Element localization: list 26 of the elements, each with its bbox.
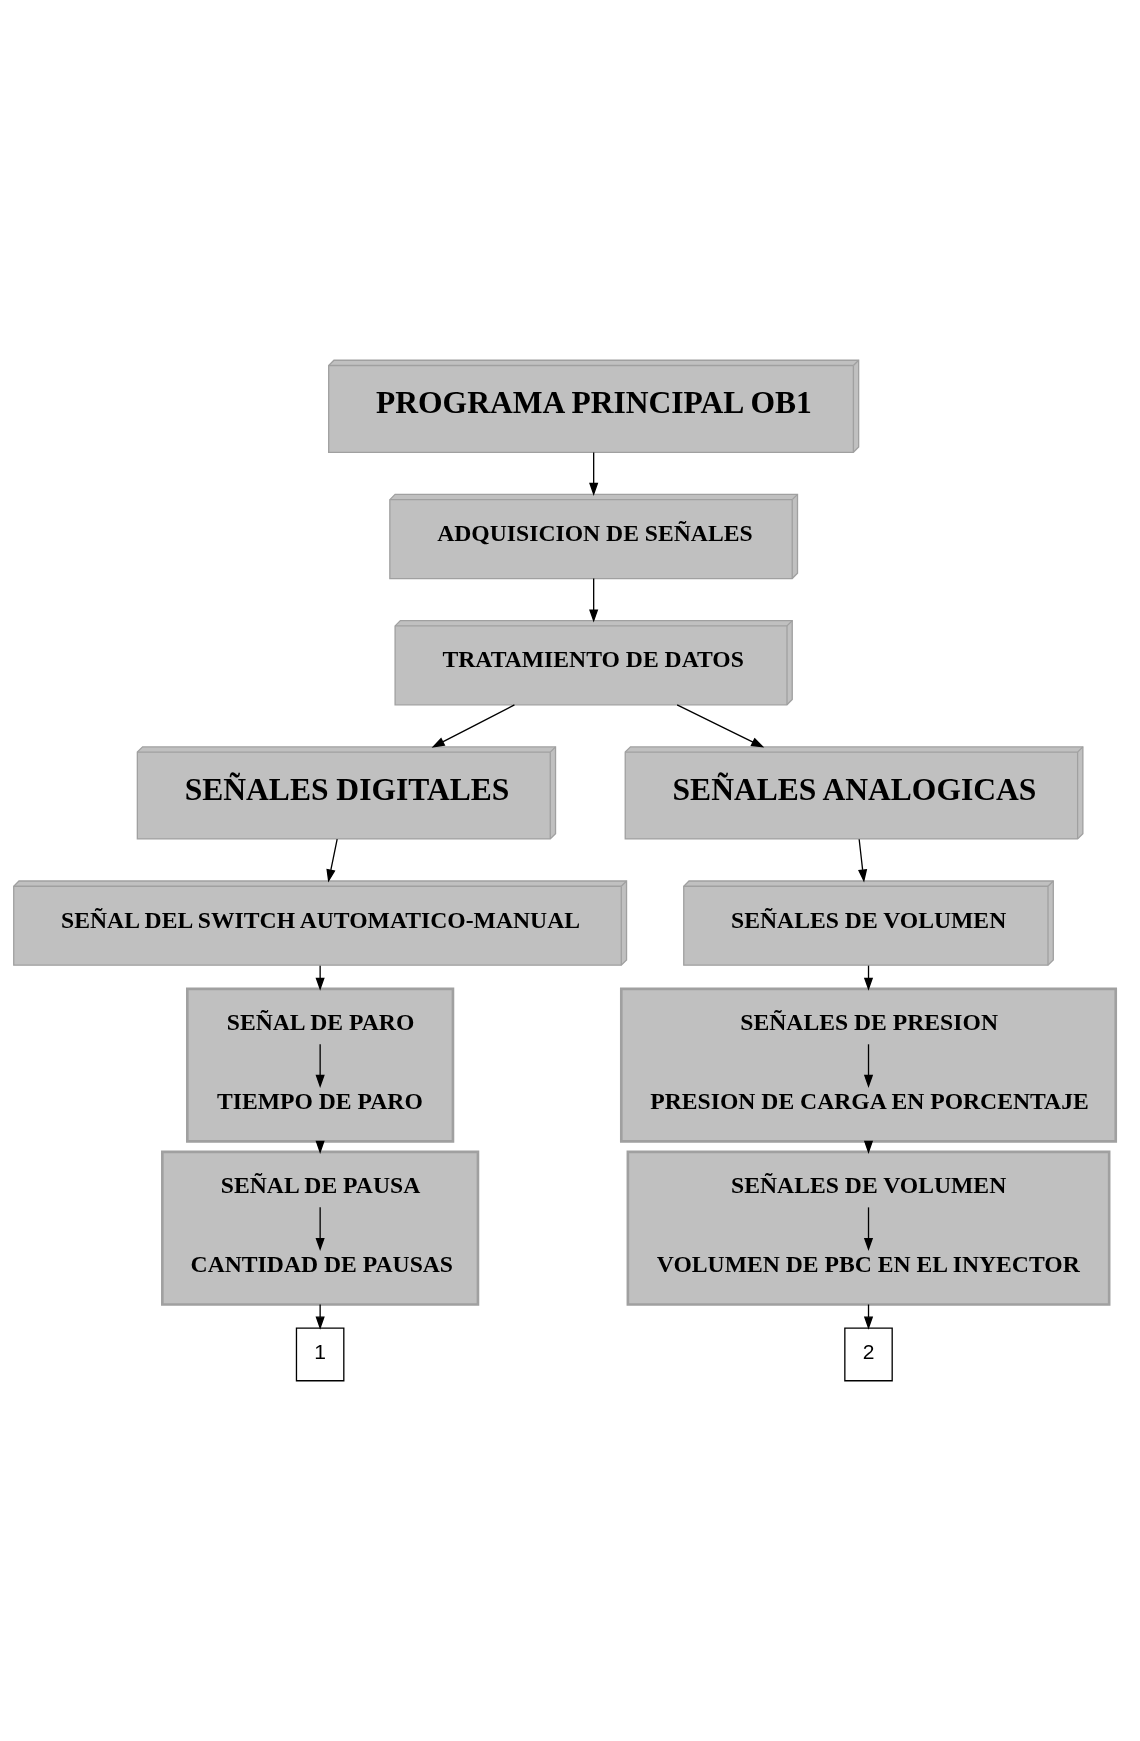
arrow [676, 704, 765, 748]
node-text: SEÑAL DE PARO [226, 1009, 415, 1036]
node-text: SEÑALES DE VOLUMEN [731, 1172, 1007, 1199]
arrow [315, 1303, 325, 1330]
arrow [589, 451, 599, 496]
arrow [858, 838, 868, 883]
cluster [161, 1150, 480, 1306]
node-text: VOLUMEN DE PBC EN EL INYECTOR [656, 1251, 1080, 1278]
arrow [315, 965, 325, 991]
node-text: SEÑALES DE PRESION [740, 1009, 998, 1036]
node-text: PRESION DE CARGA EN PORCENTAJE [650, 1088, 1089, 1115]
node-text: SEÑAL DE PAUSA [220, 1172, 421, 1199]
cluster [186, 987, 455, 1143]
arrow [863, 1206, 874, 1252]
node-box: 2 [844, 1327, 893, 1382]
node-text: CANTIDAD DE PAUSAS [190, 1251, 454, 1278]
node-box: 1 [295, 1327, 345, 1382]
cluster [626, 1150, 1111, 1306]
arrow [315, 1043, 325, 1088]
cluster [619, 987, 1118, 1143]
arrow [589, 577, 599, 623]
arrow [315, 1206, 325, 1252]
arrow [863, 1043, 874, 1088]
node-text: TIEMPO DE PARO [216, 1088, 423, 1115]
arrow [326, 838, 338, 883]
arrow [431, 704, 516, 748]
